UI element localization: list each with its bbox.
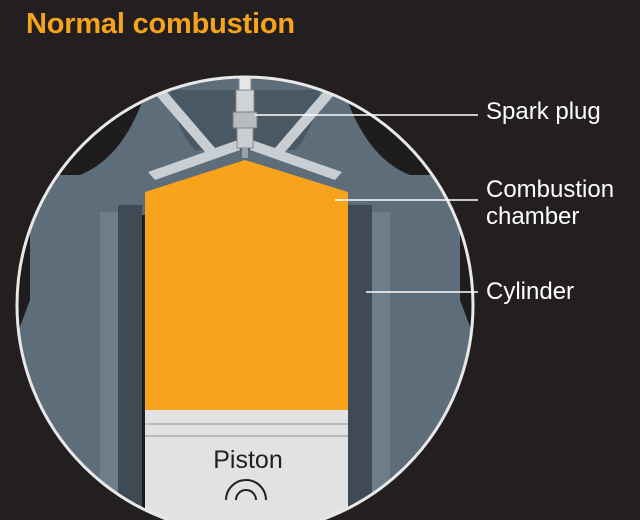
label-combustion-chamber-line2: chamber bbox=[486, 203, 580, 230]
wrist-pin bbox=[225, 479, 267, 501]
piston bbox=[145, 410, 348, 520]
cylinder-liner-left bbox=[118, 205, 142, 520]
exhaust-valve bbox=[250, 84, 342, 180]
intake-valve bbox=[148, 84, 240, 180]
combustion-chamber bbox=[145, 160, 348, 410]
label-piston: Piston bbox=[213, 446, 283, 474]
wrist-pin-inner bbox=[235, 489, 257, 501]
cylinder-liner-right-inner bbox=[372, 212, 390, 520]
label-combustion-chamber: Combustion chamber bbox=[486, 176, 614, 230]
cylinder-liner-left-inner bbox=[100, 212, 118, 520]
spark-plug bbox=[232, 77, 258, 158]
magnifier-circle-outline bbox=[15, 75, 475, 520]
diagram-title: Normal combustion bbox=[26, 8, 295, 40]
label-combustion-chamber-line1: Combustion bbox=[486, 176, 615, 203]
label-spark-plug: Spark plug bbox=[486, 98, 601, 125]
cylinder-liner-right bbox=[348, 205, 372, 520]
label-cylinder: Cylinder bbox=[486, 278, 575, 305]
